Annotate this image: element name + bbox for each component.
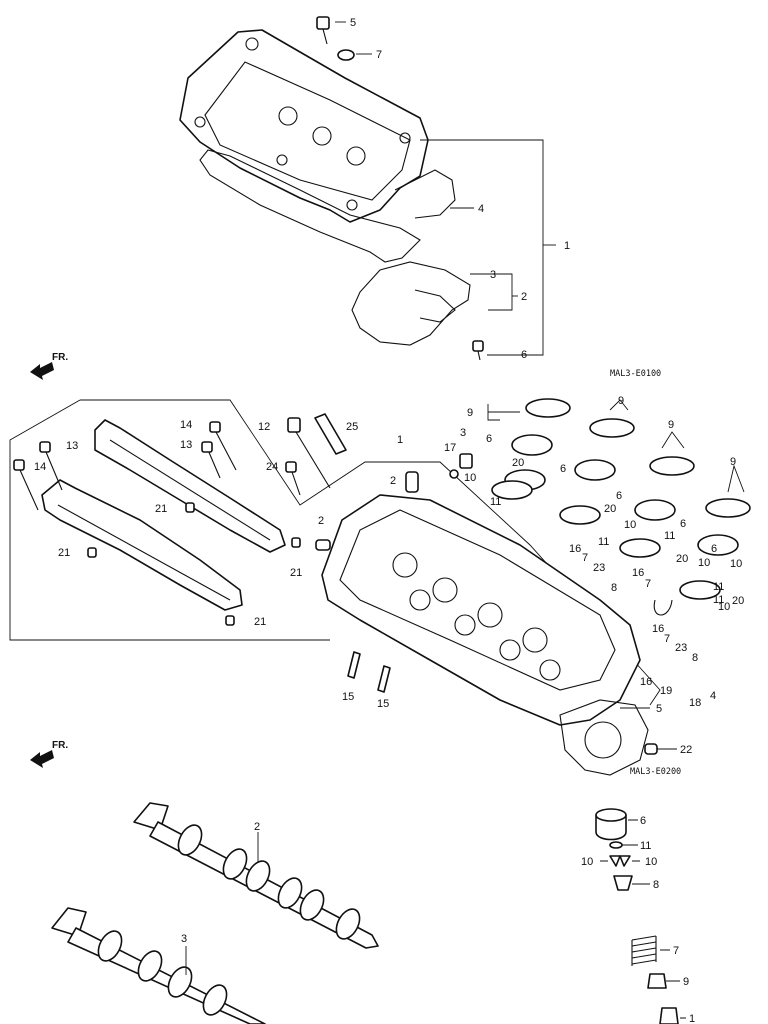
callout-number: 7: [645, 578, 651, 590]
callout-number: 3: [490, 269, 496, 281]
callout-number: 21: [290, 567, 302, 579]
callout-number: 10: [718, 601, 730, 613]
callout-number: 2: [254, 821, 260, 833]
callout-number: 7: [376, 49, 382, 61]
callout-number: 25: [346, 421, 358, 433]
callout-number: 9: [683, 976, 689, 988]
callout-number: 16: [569, 543, 581, 555]
front-arrow-icon: [30, 750, 54, 768]
diagram-code: MAL3-E0200: [630, 767, 681, 777]
callout-number: 9: [730, 456, 736, 468]
camshaft-assembly: 2 3: [51, 802, 379, 1024]
callout-number: 9: [467, 407, 473, 419]
callout-number: 16: [640, 676, 652, 688]
callout-number: 6: [680, 518, 686, 530]
callout-number: 10: [698, 557, 710, 569]
front-label: FR.: [52, 740, 68, 751]
callout-number: 8: [611, 582, 617, 594]
callout-number: 10: [581, 856, 593, 868]
callout-number: 8: [653, 879, 659, 891]
callout-number: 23: [593, 562, 605, 574]
callout-number: 9: [618, 395, 624, 407]
callout-number: 21: [155, 503, 167, 515]
callout-number: 11: [713, 581, 724, 593]
callout-number: 4: [710, 690, 716, 702]
valve-parts: 6 11 10 10 8 7 9 1: [581, 808, 695, 1024]
callout-number: 14: [180, 419, 192, 431]
callout-number: 6: [486, 433, 492, 445]
callout-number: 12: [258, 421, 270, 433]
callout-number: 15: [342, 691, 354, 703]
callout-number: 20: [604, 503, 616, 515]
callout-number: 20: [732, 595, 744, 607]
front-label: FR.: [52, 352, 68, 363]
callout-number: 16: [632, 567, 644, 579]
callout-number: 2: [390, 475, 396, 487]
callout-number: 10: [624, 519, 636, 531]
callout-number: 7: [582, 552, 588, 564]
callout-number: 7: [673, 945, 679, 957]
callout-number: 23: [675, 642, 687, 654]
callout-number: 11: [713, 594, 724, 606]
callout-number: 19: [660, 685, 672, 697]
callout-number: 6: [640, 815, 646, 827]
callout-number: 20: [512, 457, 524, 469]
callout-number: 2: [521, 291, 527, 303]
callout-number: 13: [180, 439, 192, 451]
callout-number: 17: [444, 442, 456, 454]
callout-number: 21: [58, 547, 70, 559]
front-arrow-icon: [30, 362, 54, 380]
callout-number: 11: [490, 496, 501, 508]
callout-number: 6: [616, 490, 622, 502]
head-assembly: 14 13 13 14 21 21 21 21 12 25 24 2 1 2 3…: [9, 395, 751, 776]
callout-number: 24: [266, 461, 278, 473]
callout-number: 15: [377, 698, 389, 710]
callout-number: 6: [560, 463, 566, 475]
callout-number: 1: [397, 434, 403, 446]
callout-number: 11: [664, 530, 675, 542]
callout-number: 3: [181, 933, 187, 945]
callout-number: 9: [668, 419, 674, 431]
callout-number: 5: [656, 703, 662, 715]
callout-number: 14: [34, 461, 46, 473]
callout-number: 4: [478, 203, 484, 215]
callout-number: 7: [664, 633, 670, 645]
front-direction-indicator: FR.: [30, 352, 68, 380]
callout-number: 13: [66, 440, 78, 452]
cover-assembly: 5 7 4 1 3 2 6: [179, 16, 570, 361]
callout-number: 16: [652, 623, 664, 635]
callout-number: 22: [680, 744, 692, 756]
diagram-code: MAL3-E0100: [610, 369, 661, 379]
callout-number: 18: [689, 697, 701, 709]
callout-number: 6: [521, 349, 527, 361]
callout-number: 3: [460, 427, 466, 439]
callout-number: 1: [689, 1013, 695, 1024]
callout-number: 2: [318, 515, 324, 527]
callout-number: 6: [711, 543, 717, 555]
callout-number: 8: [692, 652, 698, 664]
callout-number: 10: [730, 558, 742, 570]
callout-number: 10: [464, 472, 476, 484]
front-direction-indicator: FR.: [30, 740, 68, 768]
callout-number: 20: [676, 553, 688, 565]
callout-number: 10: [645, 856, 657, 868]
callout-number: 11: [640, 840, 651, 852]
callout-number: 5: [350, 17, 356, 29]
callout-number: 11: [598, 536, 609, 548]
callout-number: 21: [254, 616, 266, 628]
callout-number: 1: [564, 240, 570, 252]
